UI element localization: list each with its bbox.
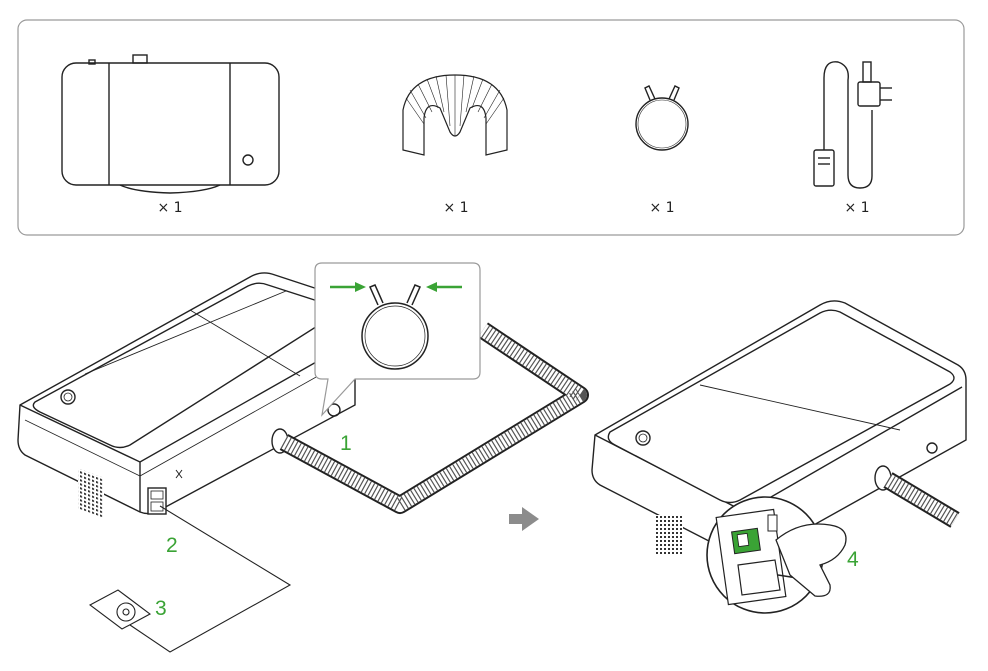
plug-detail-inset	[706, 496, 847, 614]
qty-hose-clamp: × 1	[649, 200, 674, 216]
step-1-label: 1	[340, 432, 352, 455]
squeeze-arrow-icon	[330, 282, 462, 292]
qty-power-cord: × 1	[844, 200, 869, 216]
step-3-label: 3	[155, 597, 167, 620]
power-cord-icon	[813, 61, 892, 189]
package-contents-panel: × 1 × 1 × 1 × 1	[17, 19, 965, 236]
step-2-label: 2	[166, 534, 178, 557]
printer-top-view-icon	[61, 54, 280, 194]
qty-printer: × 1	[157, 200, 182, 216]
hose-clamp-icon	[635, 85, 689, 151]
clamp-callout	[314, 262, 481, 417]
step-4-label: 4	[847, 548, 859, 571]
exhaust-hose-icon	[402, 74, 508, 156]
printer-assembly-left	[17, 272, 356, 518]
exhaust-hose-installed	[279, 322, 589, 514]
power-cable-to-outlet	[88, 505, 292, 653]
arrow-right-icon	[509, 507, 539, 531]
exhaust-hose-right	[883, 472, 960, 528]
hose-clamp-detail-icon	[361, 284, 429, 370]
printer-assembly-right	[591, 300, 967, 560]
qty-exhaust-hose: × 1	[443, 200, 468, 216]
